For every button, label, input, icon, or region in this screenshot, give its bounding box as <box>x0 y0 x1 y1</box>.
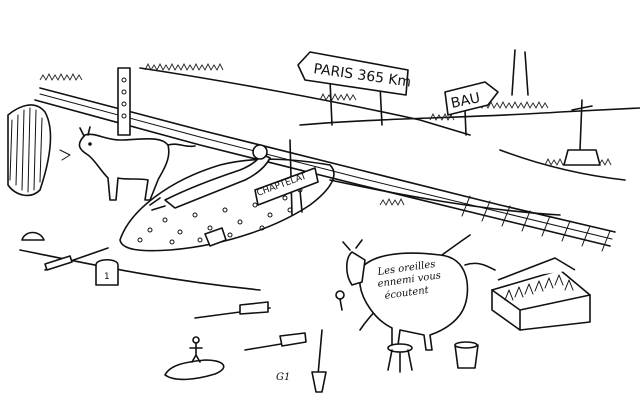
rifle-lower <box>244 332 307 351</box>
bau-sign: BAU <box>444 81 499 136</box>
artist-signature: G1 <box>276 372 290 383</box>
tree-trunk <box>511 49 529 96</box>
rifle-middle <box>194 301 271 319</box>
flower-mound <box>119 158 335 252</box>
rifle-left <box>44 247 109 271</box>
canteen <box>204 227 227 247</box>
milking-stool <box>387 343 413 373</box>
road <box>19 67 640 331</box>
ammo-crate <box>491 257 591 331</box>
milestone: 1 <box>95 258 119 286</box>
stones <box>164 359 225 381</box>
milestone-number: 1 <box>104 272 110 282</box>
small-figure <box>189 336 203 363</box>
cow: Les oreilles ennemi vous écoutent <box>342 239 496 351</box>
haystack <box>7 104 52 197</box>
bau-label: BAU <box>450 90 482 112</box>
donkey <box>59 126 196 201</box>
flower <box>335 290 345 311</box>
shovel <box>311 329 327 393</box>
wayside-cross <box>563 99 601 166</box>
bucket <box>454 341 479 369</box>
lying-man <box>149 144 271 211</box>
railway-post <box>117 67 131 136</box>
helmet <box>21 231 45 241</box>
